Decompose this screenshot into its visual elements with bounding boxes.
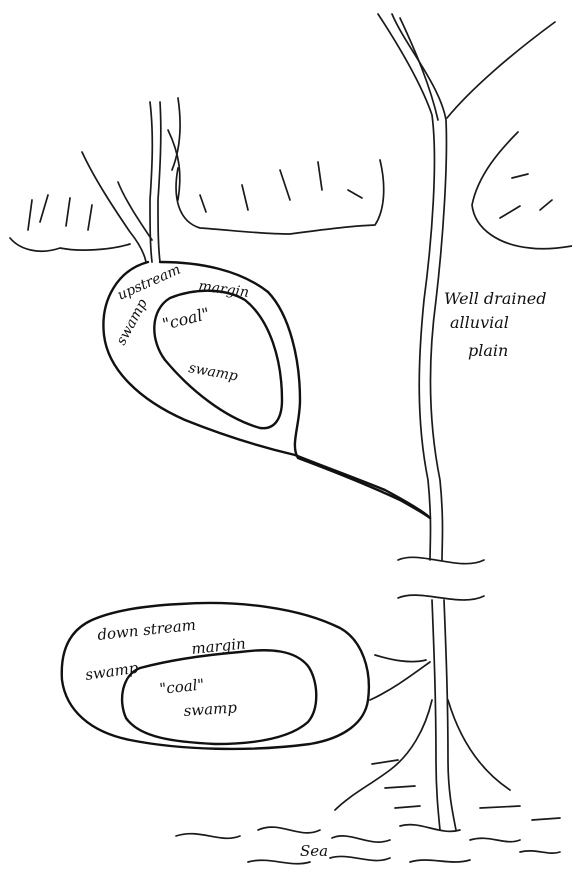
upper-swamp-margin (103, 262, 430, 518)
plain-label: plain (468, 341, 508, 360)
lower-coal-label: "coal" (159, 675, 206, 698)
upper-swamp-core-label: swamp (187, 360, 239, 384)
water-waves (176, 760, 560, 864)
lower-side-tributary (370, 655, 430, 700)
alluvial-label: alluvial (450, 313, 509, 332)
main-river (378, 14, 456, 830)
upper-swamp-margin-label: swamp (113, 296, 151, 347)
lower-coal-swamp (122, 650, 316, 744)
right-hill (472, 132, 572, 249)
lower-swamp-margin-label: swamp (84, 659, 140, 684)
upper-coal-label: "coal" (160, 304, 211, 334)
central-hill (176, 160, 384, 234)
upstream-tributaries (82, 98, 180, 262)
well-drained-label: Well drained (444, 289, 547, 308)
labels: upstream margin swamp "coal" swamp Well … (84, 262, 546, 860)
upper-margin-label: margin (197, 278, 250, 301)
sea-label: Sea (300, 842, 328, 860)
lower-swamp-core-label: swamp (183, 698, 238, 720)
downstream-label: down stream (97, 616, 197, 644)
lower-margin-label: margin (191, 634, 247, 658)
river-break (398, 557, 484, 600)
